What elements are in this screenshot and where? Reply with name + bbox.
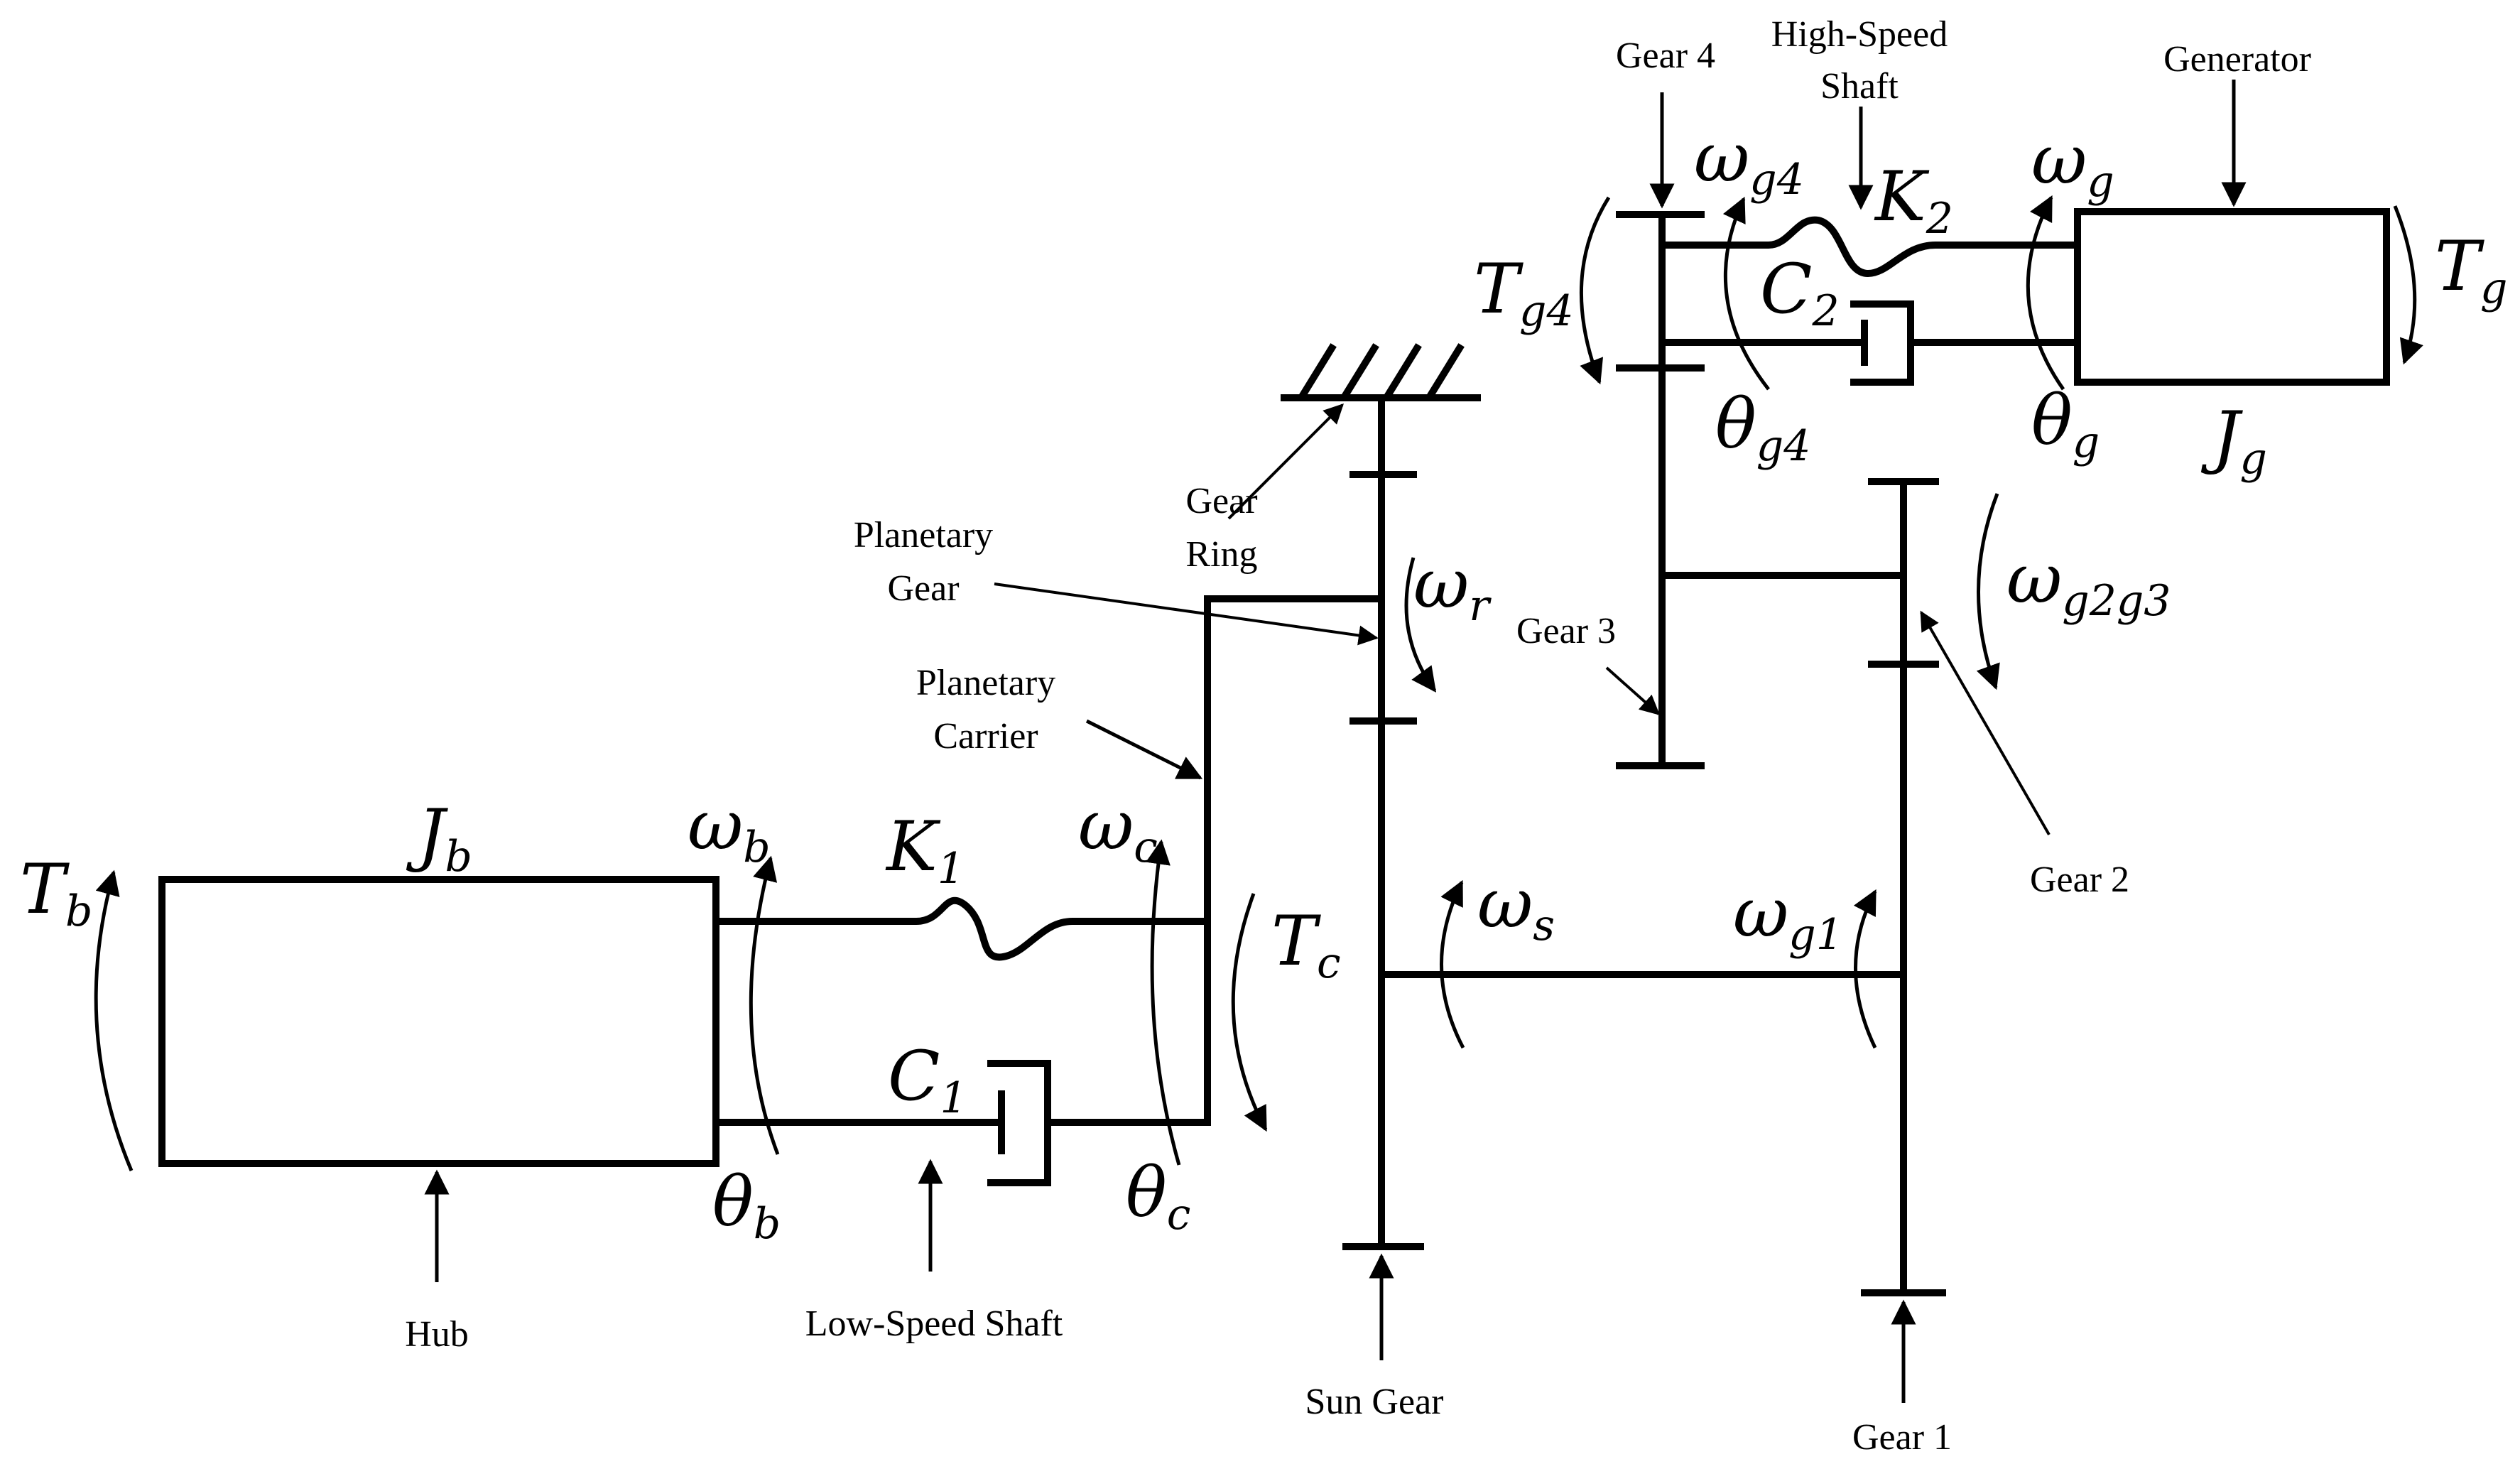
omega-s-rotation-arrow [1440, 879, 1465, 1049]
symbol-omega-s: ωs [1477, 864, 1555, 950]
tb-rotation-arrow [94, 869, 134, 1171]
symbol-tc: Tc [1271, 901, 1341, 988]
symbol-k2: K2 [1874, 157, 1953, 244]
generator-label: Generator [2163, 39, 2311, 80]
planetary-gear-label-line1: Planetary [854, 515, 993, 555]
symbol-theta-b: θb [712, 1162, 781, 1249]
omega-g1-rotation-arrow [1853, 889, 1877, 1049]
planetary-carrier-label-line2: Carrier [933, 716, 1038, 757]
symbol-omega-c: ωc [1078, 786, 1158, 872]
omega-g4-rotation-arrow [1722, 196, 1770, 391]
omega-c-rotation-arrow [1146, 839, 1181, 1166]
spring-k2 [1658, 216, 2081, 278]
gear4-label: Gear 4 [1616, 36, 1715, 76]
gear-ring-pointer-arrow [1227, 403, 1344, 520]
gear-ring-label-line1: Gear [1185, 481, 1257, 521]
hub-inertia-block [158, 876, 719, 1167]
symbol-theta-g4: θg4 [1715, 384, 1810, 471]
low-speed-shaft-label: Low-Speed Shaft [805, 1303, 1063, 1344]
sun-gear-label: Sun Gear [1305, 1382, 1444, 1422]
symbol-omega-g: ωg [2031, 120, 2114, 207]
gear3-label: Gear 3 [1516, 611, 1616, 651]
symbol-omega-g4: ωg4 [1694, 118, 1804, 205]
symbol-tg: Tg [2435, 227, 2507, 313]
symbol-k1: K1 [885, 807, 965, 894]
omega-g2g3-rotation-arrow [1976, 493, 2000, 690]
gear-ring-label-line2: Ring [1185, 534, 1257, 575]
symbol-tg4: Tg4 [1474, 249, 1574, 336]
omega-g-rotation-arrow [2026, 195, 2065, 391]
omega-b-rotation-arrow [749, 855, 780, 1155]
planetary-gear-label-line2: Gear [887, 568, 959, 609]
planetary-carrier-pointer-arrow [1085, 719, 1203, 780]
symbol-jb: Jb [406, 795, 472, 882]
gear2-label: Gear 2 [2030, 860, 2129, 900]
tg-rotation-arrow [2393, 205, 2423, 365]
symbol-c2: C2 [1760, 249, 1840, 336]
gear1-label: Gear 1 [1852, 1417, 1952, 1458]
gear2-pointer-arrow [1920, 610, 2051, 835]
omega-r-rotation-arrow [1404, 557, 1437, 693]
symbol-theta-c: θc [1126, 1153, 1190, 1240]
spring-k1 [712, 896, 1211, 961]
symbol-tb: Tb [20, 850, 92, 936]
high-speed-shaft-label-line2: Shaft [1820, 66, 1899, 107]
tg4-rotation-arrow [1579, 196, 1611, 385]
symbol-omega-b: ωb [688, 786, 771, 872]
gear3-pointer-arrow [1605, 666, 1661, 715]
symbol-omega-g1: ωg1 [1733, 873, 1843, 960]
high-speed-shaft-label-line1: High-Speed [1771, 14, 1948, 55]
generator-inertia-block [2074, 208, 2390, 386]
symbol-omega-g2g3: ωg2g3 [2006, 539, 2171, 626]
planetary-gear-pointer-arrow [994, 582, 1379, 646]
tc-rotation-arrow [1231, 893, 1268, 1132]
planetary-carrier-label-line1: Planetary [916, 663, 1055, 703]
symbol-c1: C1 [888, 1036, 967, 1123]
ground-hatch [1298, 343, 1465, 399]
symbol-theta-g: θg [2031, 381, 2100, 467]
hub-label: Hub [405, 1314, 469, 1355]
symbol-omega-r: ωr [1413, 544, 1492, 631]
symbol-jg: Jg [2200, 397, 2267, 484]
